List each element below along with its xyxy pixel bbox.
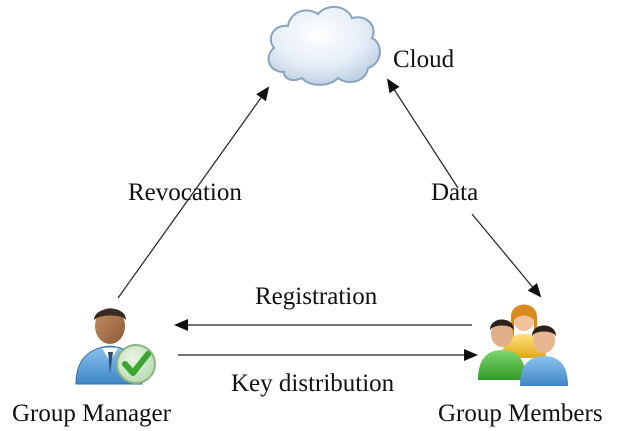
group-members-label: Group Members bbox=[438, 400, 603, 427]
data-arrow bbox=[386, 78, 459, 189]
cloud-icon bbox=[267, 6, 381, 86]
manager-with-checkmark-icon bbox=[75, 308, 156, 385]
registration-label: Registration bbox=[255, 283, 378, 310]
key-distribution-label: Key distribution bbox=[231, 370, 395, 397]
data-arrow-down bbox=[471, 213, 542, 298]
group-manager-label: Group Manager bbox=[12, 400, 171, 427]
revocation-arrow bbox=[117, 86, 270, 299]
revocation-label: Revocation bbox=[128, 179, 242, 206]
user-group-icon bbox=[478, 304, 568, 386]
cloud-label: Cloud bbox=[393, 46, 455, 73]
data-label: Data bbox=[431, 179, 479, 206]
